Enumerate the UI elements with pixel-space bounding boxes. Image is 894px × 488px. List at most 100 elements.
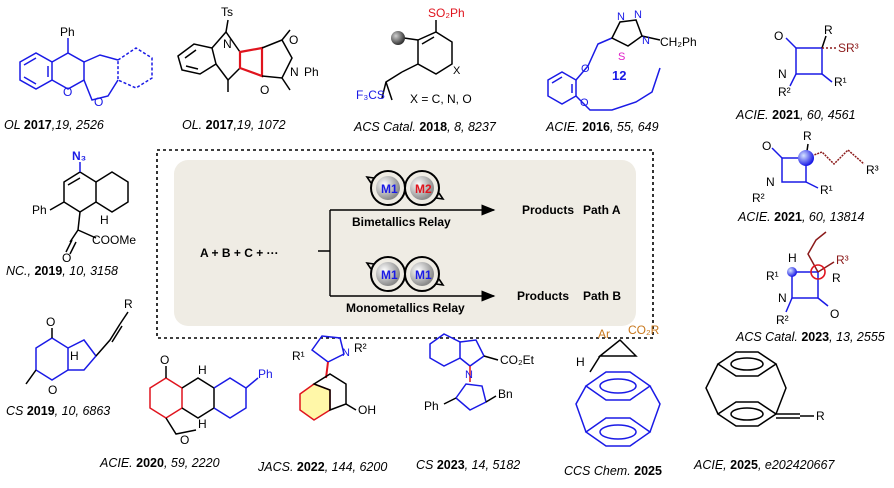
structure-beta-lactam-vinyl [785,231,835,313]
citation-acie-2020: ACIE. 2020, 59, 2220 [100,456,220,470]
citation-jacs-2022: JACS. 2022, 144, 6200 [258,460,388,474]
label-x-ring: X [453,65,461,77]
label-r3-7: R³ [836,253,849,267]
label-ar: Ar [598,327,610,341]
label-r-14: R [816,409,825,423]
label-n-4c: N [642,35,650,47]
label-o-10a: O [160,353,169,367]
reactants-label: A + B + C + ··· [200,246,279,260]
label-o-4b: O [580,97,589,109]
label-o-2a: O [289,33,298,47]
metal-sphere-m1a [376,262,400,286]
label-f3cs: F₃CS [356,88,385,102]
catalyst-sphere-3 [391,31,405,45]
label-o-6: O [762,139,771,153]
label-n3: N₃ [72,149,86,163]
relay-scheme: A + B + C + ··· M1 M2 Bimetallics Relay … [156,149,654,339]
label-ph-1: Ph [60,25,75,39]
label-o-8: O [62,251,71,265]
label-o-1a: O [63,85,72,99]
label-oh: OH [358,403,376,417]
label-coome: COOMe [92,233,136,247]
label-r1-5: R¹ [834,75,847,89]
label-r1-7: R¹ [766,269,779,283]
monometallic-cycle: M1 M1 [365,256,445,292]
label-n-4b: N [634,9,642,21]
label-x-definition: X = C, N, O [410,92,472,106]
label-o-10b: O [180,433,189,447]
citation-nc-2019: NC., 2019, 10, 3158 [6,264,118,278]
citation-ol-2017-2526: OL 2017,19, 2526 [4,118,104,132]
label-s-4: S [618,51,625,63]
metal-label-m1b: M1 [415,268,432,282]
structure-chromane-spiro [19,38,153,101]
label-h-7: H [788,251,797,265]
citation-acie-2021-4561: ACIE. 2021, 60, 4561 [736,108,856,122]
label-o-1b: O [94,95,103,109]
label-ring-size: 12 [612,68,626,83]
products-label-b: Products [517,289,569,303]
catalyst-ring-7 [810,264,826,280]
label-r2-6: R² [752,191,765,205]
citation-ccs-chem-2025: CCS Chem. 2025 [564,464,662,478]
structure-alkynyl-cyclophane [705,351,814,427]
label-r-5: R [824,23,833,37]
label-n-2b: N [290,65,299,79]
label-h-10a: H [198,363,207,377]
structure-triazole-macrocycle [547,19,661,111]
label-r1-11: R¹ [292,349,305,363]
monometallic-relay-label: Monometallics Relay [346,301,465,315]
label-o-4a: O [581,63,590,75]
label-ph-10: Ph [258,367,273,381]
metal-label-m1: M1 [381,182,398,196]
structure-azido-bicycle [49,162,129,255]
bimetallic-relay-label: Bimetallics Relay [352,215,451,229]
label-co2et: CO₂Et [500,353,535,367]
cycle-ring-m2 [404,170,440,206]
citation-cs-2023: CS 2023, 14, 5182 [416,458,521,472]
label-r2-11: R² [354,341,367,355]
label-n-7: N [778,291,787,305]
catalyst-sphere-6 [798,150,814,166]
label-n-4a: N [617,11,625,23]
label-ph-2: Ph [304,65,319,79]
scheme-dashed-frame [156,149,654,339]
structure-cyclophane-cyclopropane [575,338,661,447]
label-sr3: SR³ [838,41,859,55]
label-ts: Ts [221,5,233,19]
cycle-ring-m1b [404,256,440,292]
label-o-9a: O [46,315,55,329]
metal-label-m2: M2 [415,182,432,196]
structure-sulfonyl-ring [381,20,453,101]
metal-label-m1a: M1 [381,268,398,282]
citation-cs-2019: CS 2019, 10, 6863 [6,404,111,418]
label-n-6: N [766,175,775,189]
structure-fused-tetracycle [149,366,259,435]
label-co2r: CO₂R [628,323,660,337]
structure-ts-polycycle [177,19,293,92]
citation-acie-2021-13814: ACIE. 2021, 60, 13814 [738,210,865,224]
label-o-5: O [774,29,783,43]
label-n-12: N [465,369,473,381]
metal-sphere-m1b [410,262,434,286]
label-r2-7: R² [776,313,789,327]
label-bn: Bn [498,387,513,401]
scheme-panel [174,160,636,326]
citation-acs-catal-2018: ACS Catal. 2018, 8, 8237 [354,120,496,134]
catalyst-sphere-7 [787,267,797,277]
structure-triazole-naphthol [299,335,357,421]
path-b-label: Path B [583,289,621,303]
label-ph-8: Ph [32,203,47,217]
label-r1-6: R¹ [820,183,833,197]
products-label-a: Products [522,203,574,217]
metal-sphere-m2 [410,176,434,200]
label-n-2a: N [223,37,232,51]
label-h-9: H [70,349,79,363]
branch-bracket [318,210,331,296]
label-o-9b: O [48,383,57,397]
label-n-11: N [342,347,350,359]
label-ph-12: Ph [424,399,439,413]
bimetallic-cycle: M1 M2 [365,170,445,206]
structure-enone-alkyne [25,311,129,385]
